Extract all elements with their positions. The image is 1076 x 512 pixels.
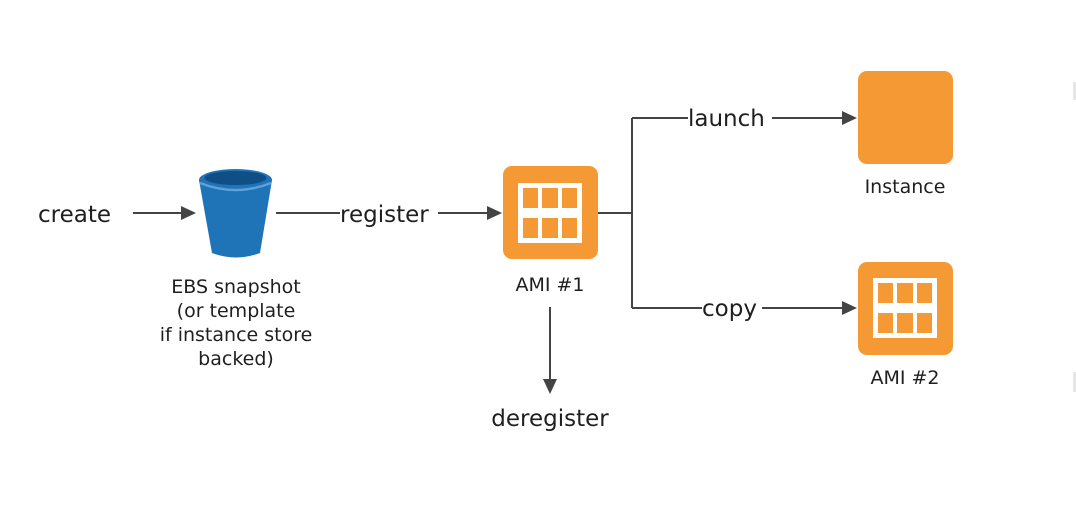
right-edge-mark-lower — [1073, 372, 1076, 392]
create-label: create — [38, 202, 111, 228]
deregister-arrowhead — [543, 379, 557, 394]
ami-grid-icon — [503, 166, 598, 259]
ebs-snapshot-caption-line-3: if instance store — [160, 324, 313, 346]
instance-caption: Instance — [865, 176, 946, 198]
ebs-snapshot-caption-line-4: backed) — [198, 348, 274, 370]
create-arrowhead — [181, 206, 196, 220]
ami-1-caption: AMI #1 — [515, 274, 584, 296]
register-arrowhead — [487, 206, 502, 220]
copy-label: copy — [702, 296, 757, 322]
right-edge-mark-upper — [1073, 82, 1076, 100]
ami-grid-icon — [858, 262, 953, 355]
register-label: register — [340, 202, 429, 228]
ami-2-caption: AMI #2 — [870, 367, 939, 389]
bucket-icon — [199, 169, 272, 258]
launch-label: launch — [688, 106, 765, 132]
launch-arrowhead — [842, 111, 857, 125]
copy-arrowhead — [842, 301, 857, 315]
ebs-snapshot-caption-line-2: (or template — [177, 300, 296, 322]
ebs-snapshot-caption-line-1: EBS snapshot — [171, 276, 300, 298]
instance-square-icon — [858, 71, 953, 164]
deregister-label: deregister — [491, 406, 609, 432]
